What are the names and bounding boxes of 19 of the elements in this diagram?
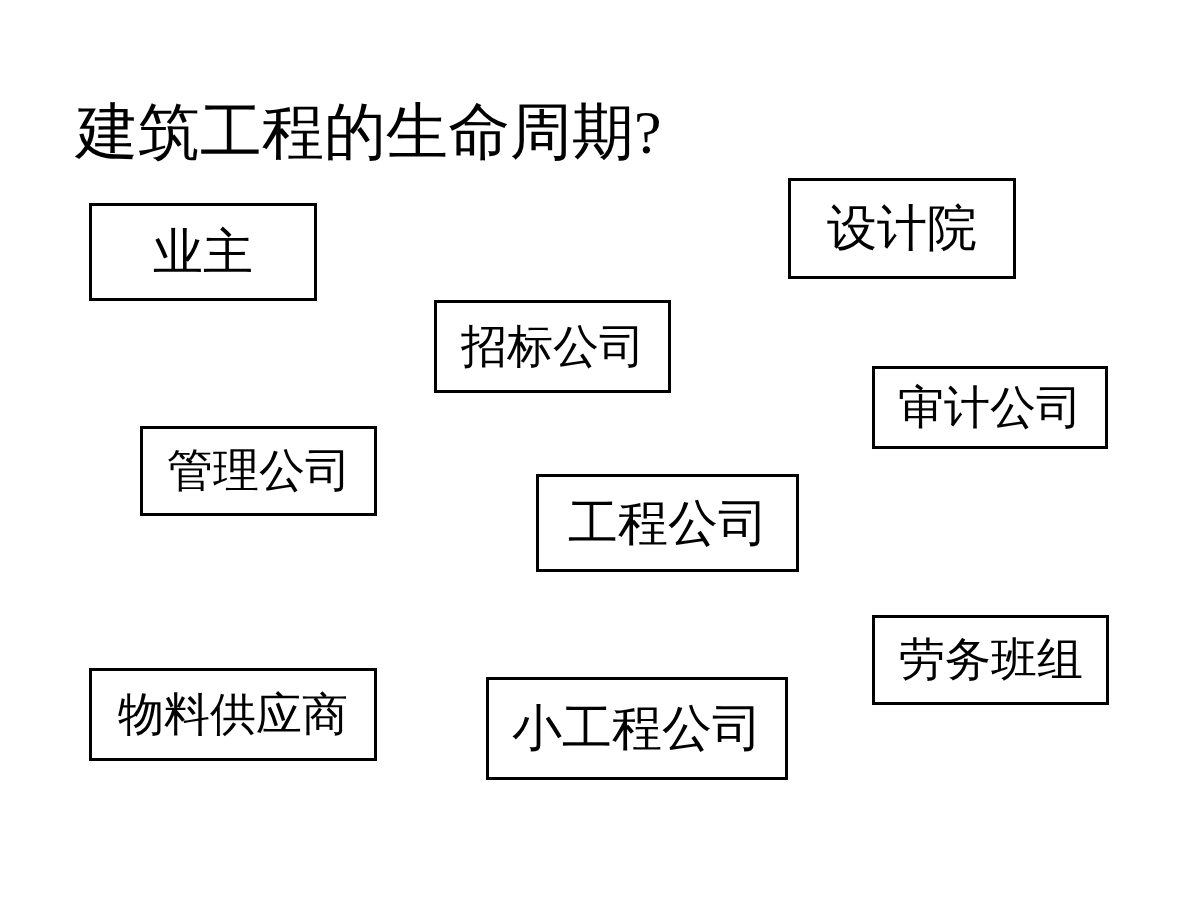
box-label: 小工程公司 [512,699,762,758]
box-label: 招标公司 [460,319,645,374]
label-box [872,366,1108,449]
box-label: 审计公司 [898,380,1082,435]
label-box [486,677,788,780]
box-label: 工程公司 [567,493,768,553]
box-label: 设计院 [827,199,977,258]
label-box [89,668,377,761]
box-label: 劳务班组 [898,633,1083,687]
label-box [434,300,671,393]
label-box [872,615,1109,705]
title: 建筑工程的生命周期? [76,97,662,168]
label-box [89,203,317,301]
label-box [788,178,1016,279]
box-label: 管理公司 [166,444,351,498]
label-box [140,426,377,516]
box-label: 业主 [153,222,253,282]
label-box [536,474,799,572]
box-label: 物料供应商 [118,687,348,742]
